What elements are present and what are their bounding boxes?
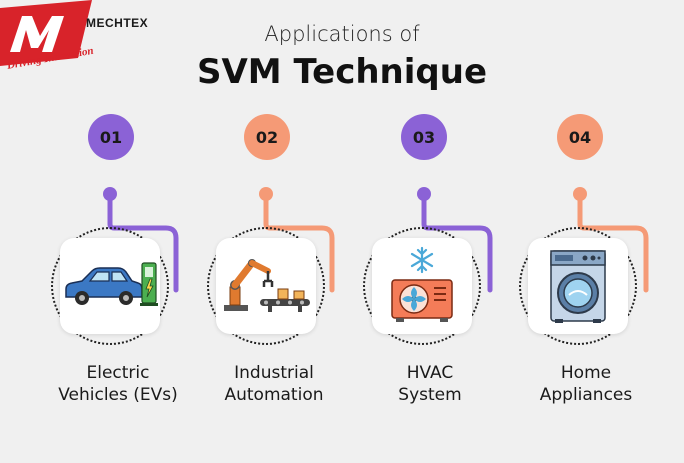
robot-arm-icon (224, 259, 310, 312)
mechtex-logo-icon (0, 0, 92, 66)
page-title: SVM Technique (196, 52, 488, 92)
badge-02: 02 (244, 114, 290, 160)
hvac-unit-icon (391, 246, 453, 322)
frame-automation (207, 227, 325, 345)
label-industrial-automation: Industrial Automation (224, 363, 324, 405)
card-industrial-automation (216, 238, 316, 334)
label-electric-vehicles: Electric Vehicles (EVs) (58, 363, 178, 405)
card-home-appliances (528, 238, 628, 334)
frame-ev (51, 227, 169, 345)
washing-machine-icon (550, 250, 606, 323)
badge-04: 04 (557, 114, 603, 160)
card-hvac-system (372, 238, 472, 334)
electric-car-icon (65, 262, 158, 306)
frame-hvac (363, 227, 481, 345)
card-electric-vehicles (60, 238, 160, 334)
logo-brand-text: MECHTEX (86, 16, 149, 30)
mechtex-logo: MECHTEX Driving Innovation (0, 0, 170, 90)
label-hvac-system: HVAC System (398, 363, 462, 405)
badge-01: 01 (88, 114, 134, 160)
frame-appliances (519, 227, 637, 345)
title-line1: Applications of (264, 22, 420, 46)
badge-03: 03 (401, 114, 447, 160)
label-home-appliances: Home Appliances (539, 363, 633, 405)
